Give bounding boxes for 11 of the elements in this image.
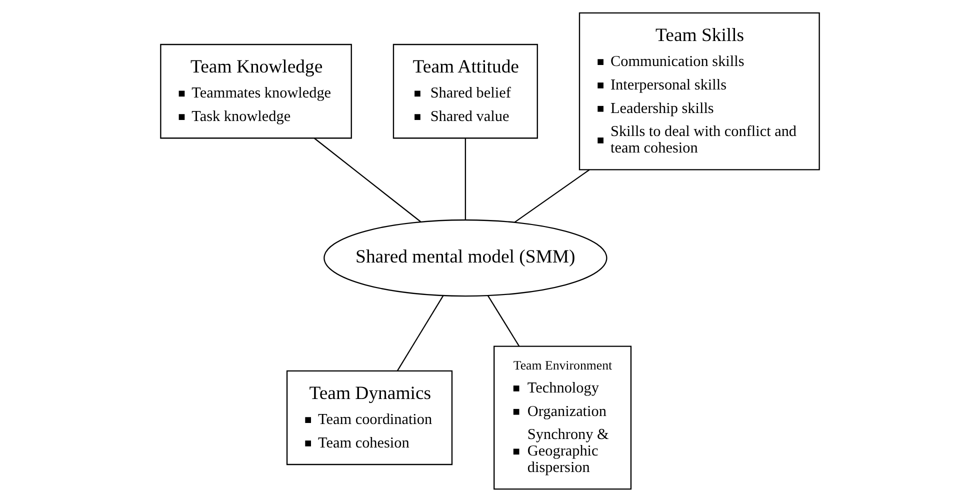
node-box: Team Dynamics Team coordination Team cohesion (286, 370, 453, 466)
connector (514, 169, 590, 223)
connector (464, 138, 466, 220)
connector (487, 295, 520, 347)
node-box: Team Skills Communication skills Interpersonal skills Leadership skills Skills to deal with conflict and team cohesion (578, 12, 820, 170)
connector (396, 295, 444, 371)
node-box: Team Environment Technology Organization Synchrony & Geographic dispersion (494, 346, 632, 490)
node-box: Team Attitude Shared belief Shared value (392, 44, 538, 139)
node-box: Team Knowledge Teammates knowledge Task knowledge (160, 44, 352, 139)
node-ellipse: Shared mental model (SMM) (324, 219, 608, 297)
connector (314, 138, 422, 222)
